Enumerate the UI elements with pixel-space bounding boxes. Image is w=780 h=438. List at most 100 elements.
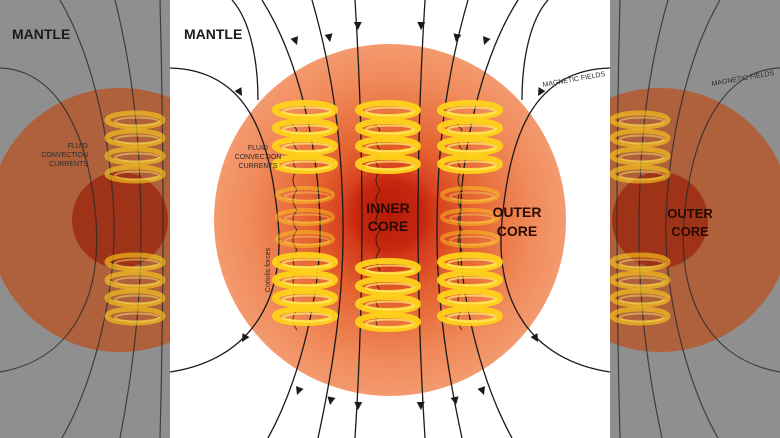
left-side-panel: MANTLE FLUID CONVECTION CURRENTS [0,0,170,438]
helix-loop [437,288,503,308]
helix-loop [104,270,166,290]
right-side-outer-line-1: OUTER [667,206,713,221]
helix-loop [272,100,338,120]
helix-highlight [114,258,160,269]
helix-loop [610,288,671,308]
helix-highlight [365,264,415,275]
helix-highlight [365,124,415,135]
arrow-head-icon [482,36,491,45]
helix-loop [610,164,671,184]
helix-loop [437,136,503,156]
helix-loop [272,118,338,138]
main-panel: MANTLE MAGNETIC FIELDS FLUID CONVECTION … [170,0,610,438]
helix-highlight [114,134,160,145]
right-side-outer-core-label: OUTER CORE [667,206,713,239]
helix-highlight [365,318,415,329]
helix-highlight [282,124,332,135]
field-line [231,0,259,101]
arrow-head-icon [530,333,538,342]
helix-loop [355,258,421,278]
left-side-fluid-label: FLUID CONVECTION CURRENTS [41,143,88,168]
helix-loop [437,118,503,138]
helix-highlight [619,294,665,305]
helix-highlight [284,213,330,224]
fluid-convection-label: FLUID CONVECTION CURRENTS [235,145,282,170]
helix-loop [272,306,338,326]
field-line [521,0,549,101]
helix-loop [272,288,338,308]
right-side-field-lines [616,0,780,438]
helix-highlight [282,106,332,117]
left-side-inner [72,172,168,268]
left-side-fluid-line-1: FLUID [68,143,88,150]
helix-loop [437,154,503,174]
helix-loop [355,136,421,156]
helix-highlight [619,116,665,127]
left-side-field-lines [0,0,164,438]
helix-loop [437,306,503,326]
arrow-head-icon [450,396,459,405]
right-side-helices [610,110,671,326]
field-line [261,0,321,438]
outer-core-line-1: OUTER [493,204,542,220]
helix-loop [355,312,421,332]
helix-loop [272,270,338,290]
mantle-label: MANTLE [184,26,242,42]
helix-highlight [284,191,330,202]
right-side-outer-line-2: CORE [671,224,709,239]
convection-helices [272,100,503,332]
helix-highlight [282,142,332,153]
helix-highlight [447,276,497,287]
left-side-mantle-label: MANTLE [12,26,70,42]
helix-loop [355,276,421,296]
helix-loop [104,252,166,272]
helix-highlight [619,258,665,269]
side-field-line [682,67,780,373]
helix-loop [104,146,166,166]
helix-loop [355,294,421,314]
helix-loop [104,164,166,184]
field-line [417,0,426,438]
right-side-inner [612,172,708,268]
helix-highlight [114,170,160,181]
field-line [459,0,519,438]
helix-loop [355,118,421,138]
helix-highlight [447,142,497,153]
helix-highlight [282,294,332,305]
inner-core [342,167,438,263]
helix-highlight [447,160,497,171]
arrow-head-icon [477,386,486,395]
helix-highlight [619,152,665,163]
arrow-head-icon [327,396,336,405]
helix-loop [610,146,671,166]
left-side-fluid-line-2: CONVECTION [41,152,88,159]
helix-highlight [619,170,665,181]
helix-loop [104,306,166,326]
helix-loop [610,270,671,290]
helix-loop [610,128,671,148]
helix-highlight [114,152,160,163]
helix-highlight [447,294,497,305]
helix-loop [437,252,503,272]
helix-highlight [365,106,415,117]
side-field-line [616,0,621,438]
helix-highlight [114,294,160,305]
helix-loop [272,136,338,156]
helix-loop [610,252,671,272]
helix-highlight [449,213,495,224]
helix-loop [275,230,335,248]
fluid-label-line-2: CONVECTION [235,154,282,161]
helix-highlight [114,312,160,323]
arrow-head-icon [324,33,333,42]
outer-core-line-2: CORE [497,223,537,239]
arrow-head-icon [416,401,425,410]
helix-highlight [447,312,497,323]
helix-loop [440,186,500,204]
arrow-head-icon [242,333,250,342]
field-line [500,67,610,373]
fluid-label-line-1: FLUID [248,145,268,152]
arrow-head-icon [290,36,299,45]
helix-highlight [282,276,332,287]
coriolis-forces-label: Coriolis forces [265,247,272,292]
inner-core-label: INNER CORE [366,200,410,234]
